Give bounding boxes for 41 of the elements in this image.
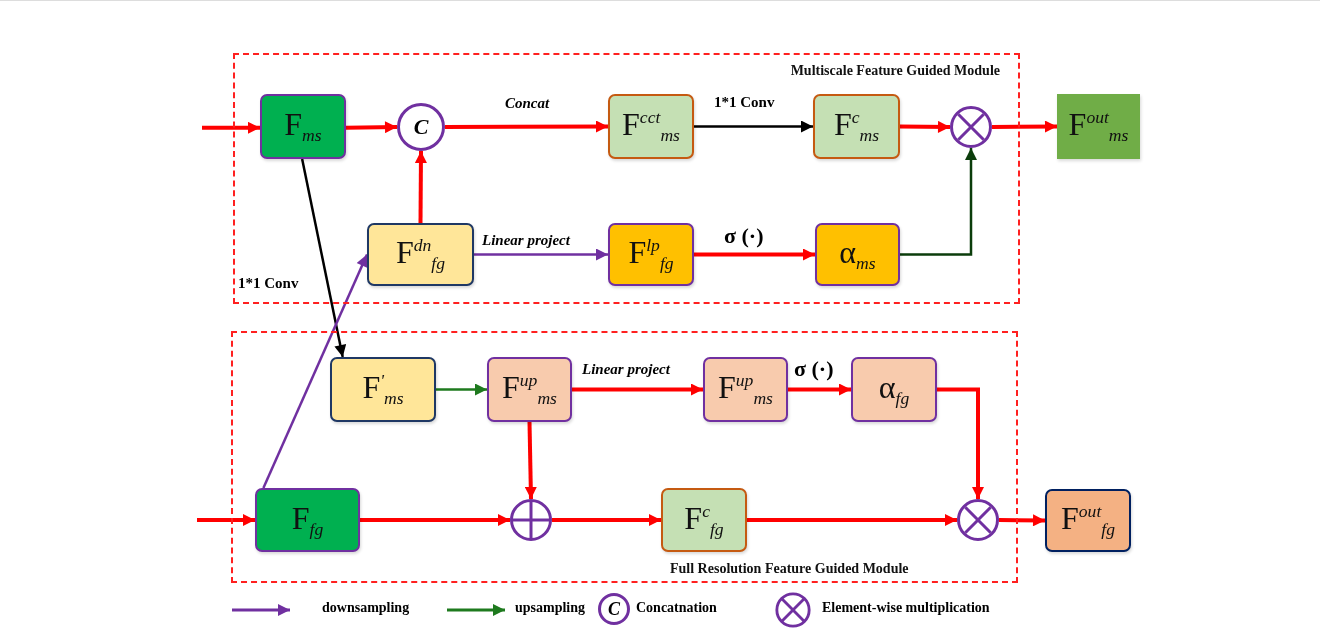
feature-block: α$_{ms}$ — [815, 223, 900, 286]
module-title: Multiscale Feature Guided Module — [790, 63, 1000, 79]
legend-label: upsampling — [515, 600, 586, 616]
arrow — [694, 120, 813, 133]
arrow — [694, 248, 815, 261]
multiply-circle — [950, 106, 992, 148]
feature-block: F$_{fg}$ — [255, 488, 360, 552]
feature-block: α$_{fg}$ — [851, 357, 937, 422]
module-frame — [231, 331, 1018, 583]
arrow — [572, 383, 703, 396]
module-title: Full Resolution Feature Guided Module — [670, 561, 909, 577]
arrow — [300, 158, 347, 358]
feature-block: F$_{ms}$ — [260, 94, 346, 159]
legend-label: Concatnation — [636, 600, 717, 616]
arrow — [197, 514, 255, 526]
arrow — [202, 121, 260, 134]
edge-label: Linear project — [580, 361, 672, 378]
legend-concat-symbol: C — [598, 593, 630, 625]
arrow — [552, 514, 661, 526]
add-circle — [510, 499, 552, 541]
arrow — [899, 120, 951, 133]
arrow — [445, 120, 608, 133]
arrow — [436, 383, 487, 396]
arrow — [262, 254, 369, 489]
multiply-circle — [957, 499, 999, 541]
arrow — [900, 148, 977, 256]
arrow — [998, 514, 1046, 527]
arrow — [747, 514, 957, 526]
edge-label: Linear project — [480, 232, 572, 249]
arrow — [788, 383, 851, 396]
legend-label: Element-wise multiplication — [822, 600, 990, 616]
arrow — [360, 514, 510, 526]
arrow — [474, 248, 608, 261]
arrow — [345, 121, 398, 134]
arrow — [414, 151, 427, 223]
module-frame — [233, 53, 1020, 304]
arrow — [992, 120, 1057, 133]
concat-circle: C — [397, 103, 445, 151]
arrow — [524, 421, 537, 500]
arrow — [937, 387, 984, 499]
legend-label: downsampling — [322, 600, 410, 616]
